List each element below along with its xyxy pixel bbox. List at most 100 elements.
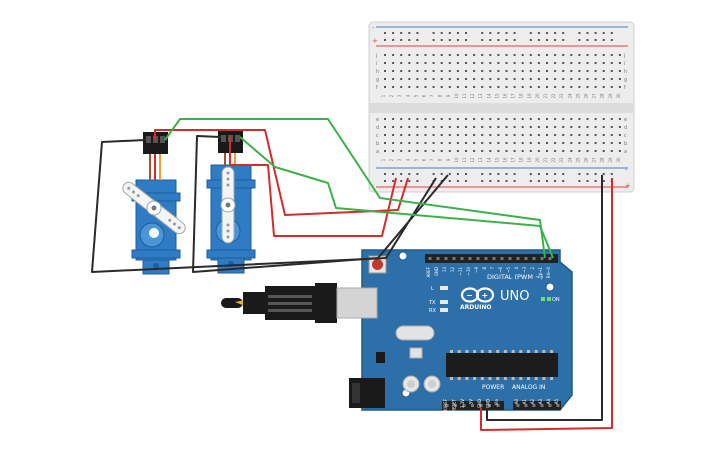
column-label: 30 (616, 157, 621, 163)
header-pin[interactable] (508, 257, 512, 260)
column-label: 11 (462, 157, 467, 163)
header-pin[interactable] (540, 404, 544, 407)
column-label: 3 (397, 158, 402, 161)
wire-signal-servo-2 (239, 136, 554, 259)
column-label: 6 (422, 94, 427, 97)
header-pin[interactable] (488, 404, 491, 407)
arduino-infinity-logo: − + (460, 287, 495, 303)
header-pin[interactable] (462, 404, 466, 407)
column-label: 29 (608, 93, 613, 99)
row-label: h (376, 69, 379, 75)
header-pin[interactable] (500, 257, 504, 260)
header-pin[interactable] (548, 404, 552, 407)
servo-1-horn[interactable] (120, 179, 189, 237)
header-pin[interactable] (445, 404, 449, 407)
pin-label: ~6 (498, 267, 503, 273)
header-pin[interactable] (556, 404, 560, 407)
column-label: 8 (438, 94, 443, 97)
column-label: 24 (567, 157, 572, 163)
power-pin-header[interactable] (445, 404, 500, 407)
header-pin[interactable] (524, 404, 528, 407)
row-label: e (376, 117, 379, 123)
header-pin[interactable] (548, 257, 552, 260)
row-label: c (376, 133, 379, 139)
row-label: h (624, 69, 627, 75)
row-label: f (624, 85, 626, 91)
column-label: 11 (462, 93, 467, 99)
row-label: c (624, 133, 627, 139)
header-pin[interactable] (516, 404, 520, 407)
servo-2-horn[interactable] (220, 166, 236, 244)
header-pin[interactable] (476, 257, 480, 260)
column-label: 18 (519, 157, 524, 163)
column-label: 25 (575, 93, 580, 99)
header-pin[interactable] (492, 257, 496, 260)
header-pin[interactable] (524, 257, 528, 260)
column-label: 24 (567, 93, 572, 99)
header-pin[interactable] (532, 404, 536, 407)
servo-motor-2[interactable] (206, 131, 256, 274)
rail-plus-top: + (372, 37, 378, 45)
header-pin[interactable] (479, 404, 483, 407)
pin-label: 2 (530, 267, 535, 270)
row-label: d (624, 125, 627, 131)
column-label: 10 (454, 93, 459, 99)
pin-label: ~11 (458, 267, 463, 276)
header-pin[interactable] (444, 257, 448, 260)
arduino-brand-name: ARDUINO (460, 304, 491, 311)
header-pin[interactable] (516, 257, 520, 260)
digital-pin-header[interactable] (428, 257, 552, 260)
header-pin[interactable] (484, 257, 488, 260)
pin-label: 7 (490, 267, 495, 270)
header-pin[interactable] (496, 404, 500, 407)
header-pin[interactable] (428, 257, 432, 260)
header-pin[interactable] (471, 404, 474, 407)
column-label: 5 (413, 158, 418, 161)
pin-label: A2 (530, 399, 535, 405)
pin-label: A0 (514, 399, 519, 405)
pin-label: 8 (482, 267, 487, 270)
column-label: 27 (592, 157, 597, 163)
pin-label: A1 (522, 399, 527, 405)
column-label: 27 (592, 93, 597, 99)
column-label: 28 (600, 157, 605, 163)
column-label: 23 (559, 157, 564, 163)
column-label: 17 (511, 157, 516, 163)
header-pin[interactable] (452, 257, 456, 260)
header-pin[interactable] (454, 404, 457, 407)
column-label: 22 (551, 93, 556, 99)
wire-5v-to-rail (480, 178, 613, 431)
power-label: POWER (482, 384, 504, 391)
pin-label: 12 (450, 267, 455, 273)
pin-label: TX→1 (538, 267, 543, 280)
reset-button[interactable] (368, 255, 387, 274)
breadboard-column-labels: 1122334455667788991010111112121313141415… (381, 93, 621, 163)
column-label: 2 (389, 158, 394, 161)
row-label: i (376, 61, 377, 67)
header-pin[interactable] (460, 257, 464, 260)
usb-cable[interactable] (221, 283, 378, 323)
power-jack[interactable] (349, 378, 385, 408)
pin-label: A3 (538, 399, 543, 405)
wires[interactable] (91, 118, 613, 431)
header-pin[interactable] (532, 257, 536, 260)
rail-minus-top: - (372, 24, 375, 32)
column-label: 21 (543, 157, 548, 163)
servo-motor-1[interactable] (120, 132, 189, 275)
column-label: 1 (381, 158, 386, 161)
header-pin[interactable] (540, 257, 544, 260)
analog-pin-header[interactable] (516, 404, 560, 407)
wire-power-servo-1 (154, 129, 409, 216)
column-label: 4 (405, 158, 410, 161)
header-pin[interactable] (436, 257, 440, 260)
breadboard-holes (384, 32, 621, 182)
digital-pwm-label: DIGITAL (PWM ~) (487, 273, 543, 281)
breadboard[interactable]: 1122334455667788991010111112121313141415… (368, 21, 635, 193)
pin-label: 13 (442, 267, 447, 273)
header-pin[interactable] (468, 257, 472, 260)
column-label: 26 (584, 93, 589, 99)
column-label: 8 (438, 158, 443, 161)
